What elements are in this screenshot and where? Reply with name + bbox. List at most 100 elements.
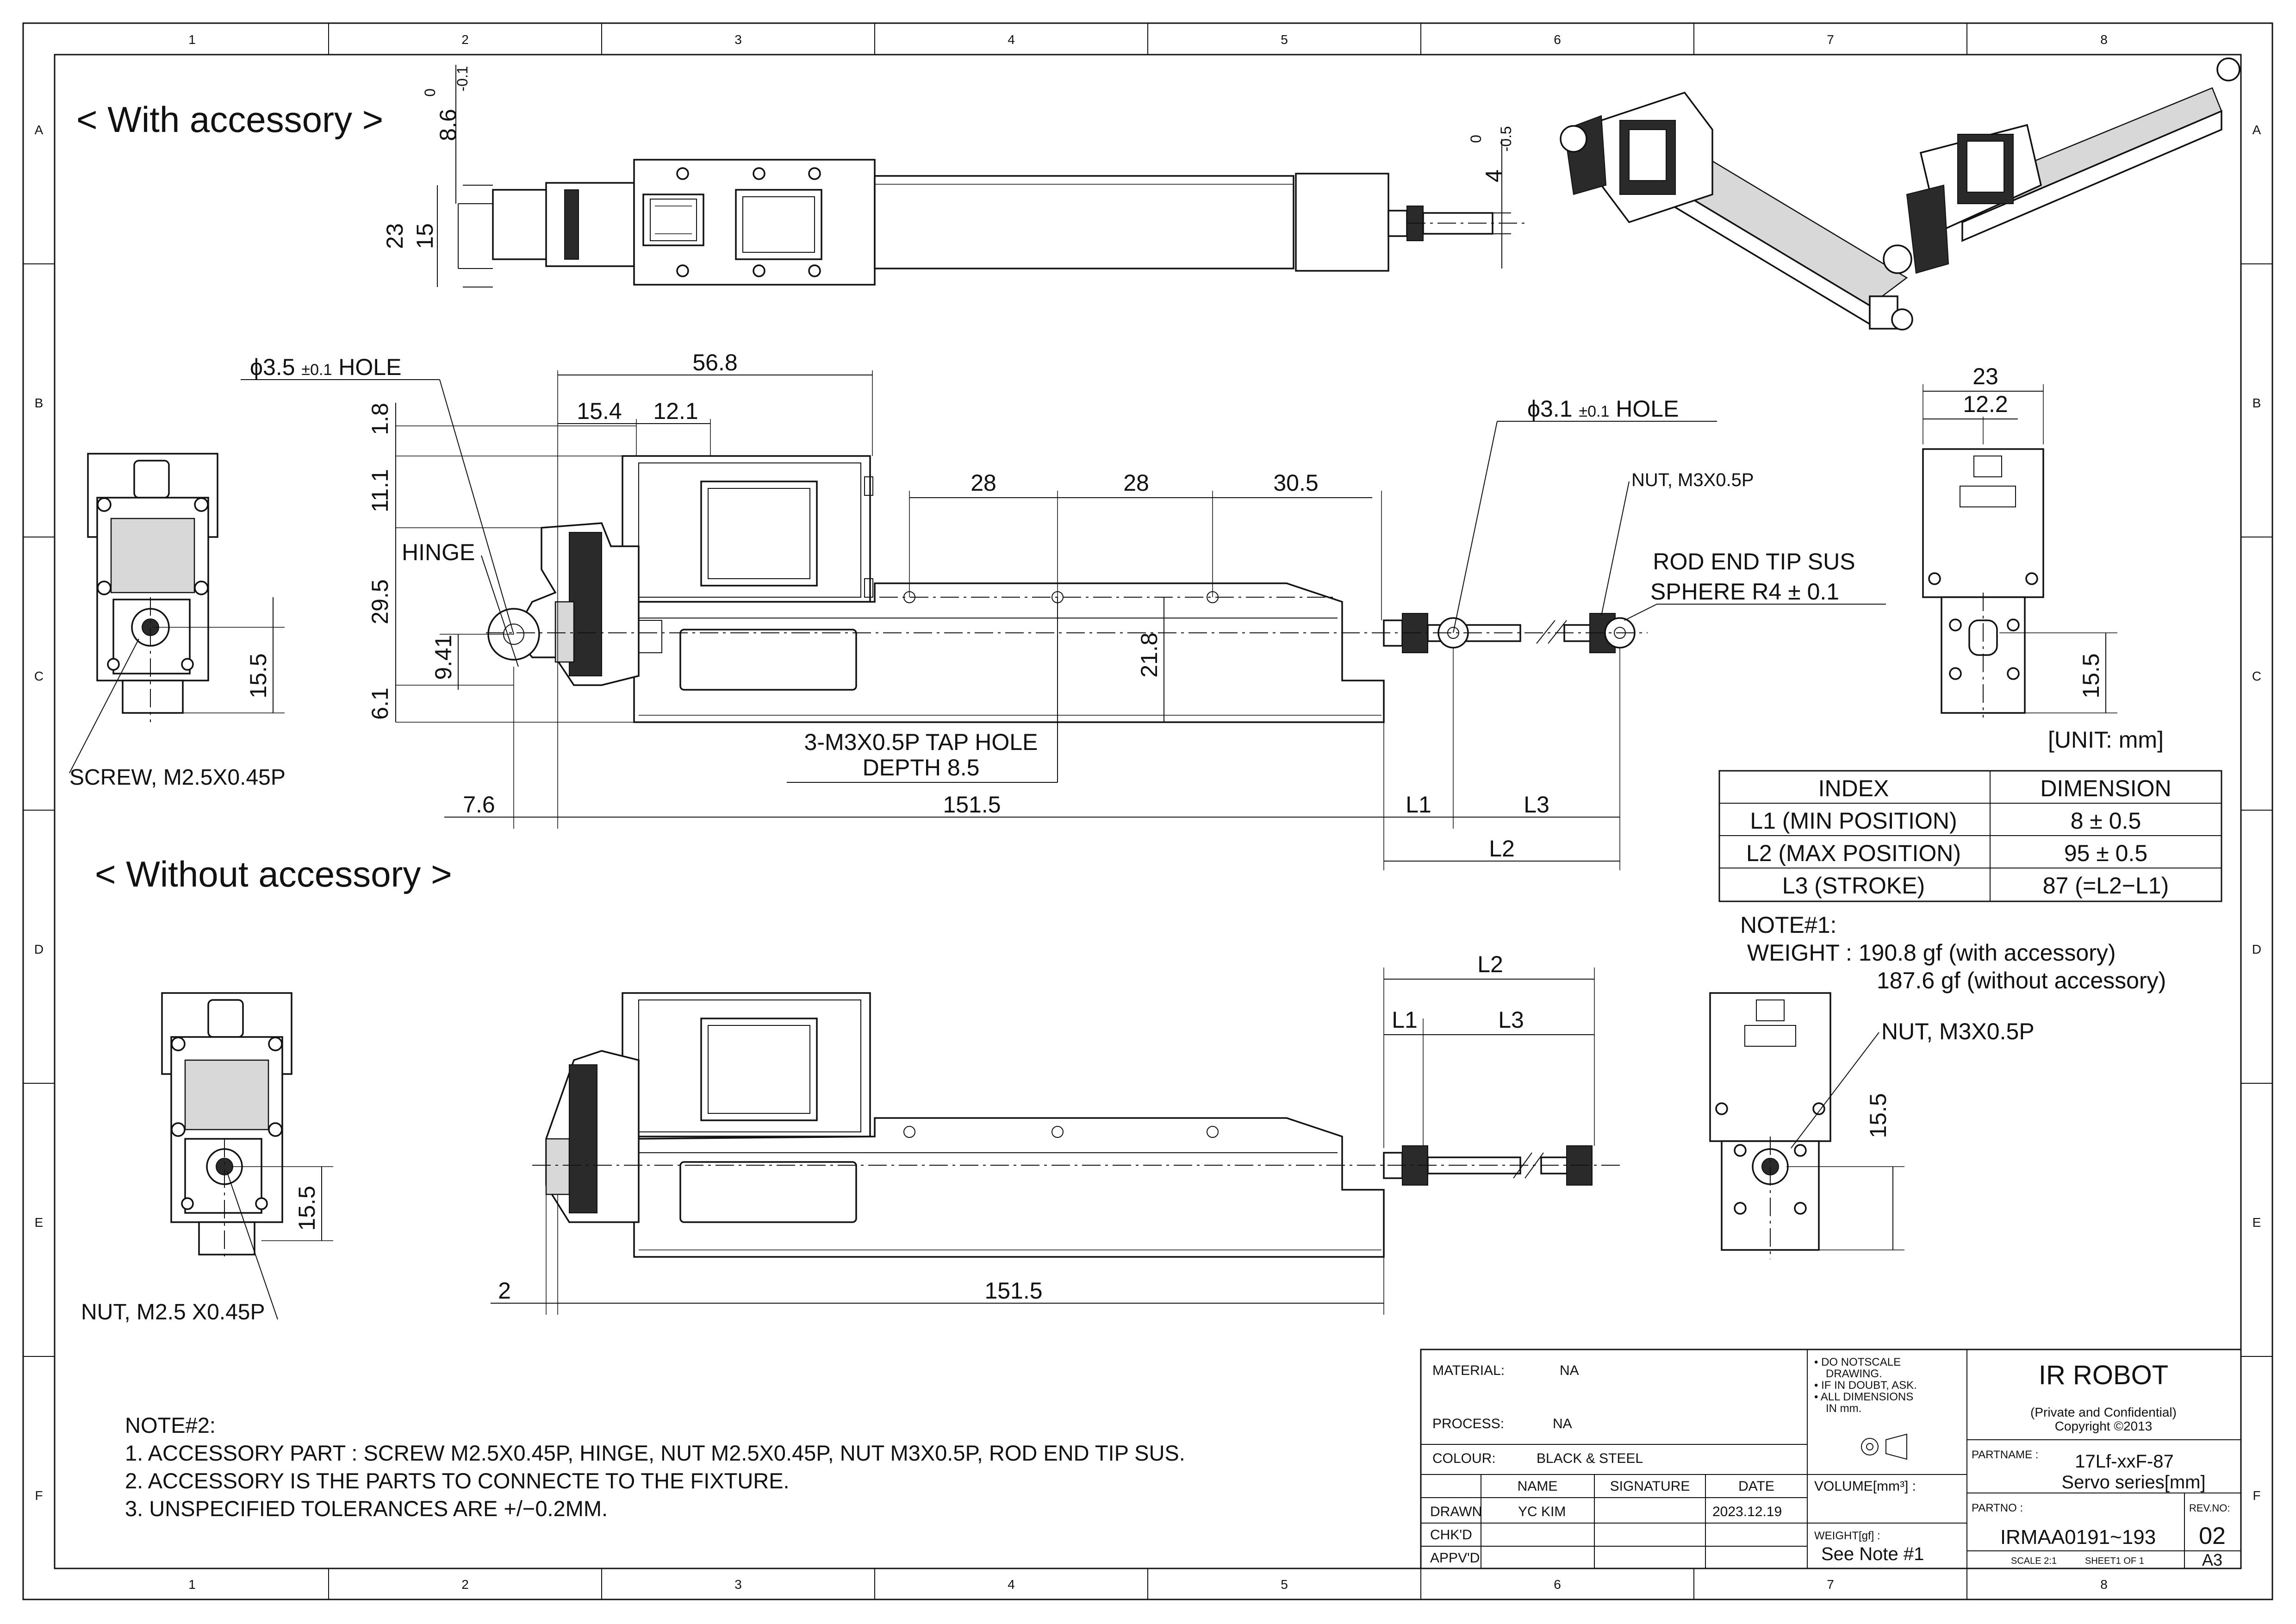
row-label: B (35, 396, 44, 410)
dim-label: 15.5 (2078, 653, 2104, 698)
tol-label: 0 (1468, 135, 1484, 143)
tap-hole-depth: DEPTH 8.5 (863, 755, 980, 781)
col-label: 2 (461, 1577, 469, 1592)
dim-label: 7.6 (463, 792, 495, 818)
dim-label: 2 (498, 1278, 511, 1304)
row-label: A (35, 123, 44, 137)
table-cell: L3 (STROKE) (1782, 873, 1925, 899)
row-label: B (2252, 396, 2261, 410)
col-signature: SIGNATURE (1610, 1479, 1690, 1494)
row-label: F (35, 1488, 43, 1503)
colour-value: BLACK & STEEL (1537, 1451, 1643, 1466)
partno-value: IRMAA0191~193 (2000, 1526, 2156, 1549)
note1-line: 187.6 gf (without accessory) (1877, 968, 2166, 993)
hole-right-tol: ±0.1 (1579, 403, 1609, 420)
isometric-view-2 (1883, 57, 2240, 274)
weight-value: See Note #1 (1821, 1544, 1924, 1564)
col-label: 8 (2100, 32, 2108, 47)
dim-label: 8.6 (435, 109, 461, 141)
projection-symbol-icon (1861, 1433, 1907, 1460)
process-value: NA (1553, 1416, 1572, 1431)
dim-label: L2 (1489, 836, 1515, 862)
hinge-label: HINGE (402, 539, 475, 565)
table-header-dimension: DIMENSION (2040, 775, 2171, 801)
dim-label: L3 (1498, 1007, 1524, 1033)
hole-left-dia: ϕ3.5 (250, 354, 295, 380)
dim-label: 1.8 (367, 403, 393, 435)
row-label: A (2252, 123, 2261, 137)
dim-label: 151.5 (984, 1278, 1042, 1304)
hole-left-label: ϕ3.5 ±0.1 HOLE (250, 354, 401, 380)
isometric-view-1 (1560, 91, 1913, 331)
tb-note: • IF IN DOUBT, ASK. (1814, 1379, 1917, 1392)
side-view-with-accessory: 56.8 15.4 12.1 1.8 11.1 29.5 6.1 9.41 ϕ3… (241, 350, 1886, 870)
private-label: (Private and Confidential) (2030, 1405, 2177, 1419)
col-label: 4 (1008, 1577, 1015, 1592)
weight-label: WEIGHT[gf] : (1814, 1530, 1880, 1542)
volume-label: VOLUME[mm³] : (1814, 1479, 1916, 1494)
dim-label: L1 (1392, 1007, 1418, 1033)
screw-label: SCREW, M2.5X0.45P (69, 765, 286, 790)
rod-end-sphere: SPHERE R4 ± 0.1 (1650, 579, 1839, 605)
size-label: A3 (2202, 1550, 2222, 1569)
dim-label: 30.5 (1273, 470, 1318, 496)
sheet-border: 1 2 3 4 5 6 7 8 1 2 3 4 5 6 7 8 A B C D … (22, 22, 2273, 1600)
tb-note: • DO NOTSCALE (1814, 1356, 1901, 1368)
note1-line: WEIGHT : 190.8 gf (with accessory) (1747, 940, 2116, 966)
table-cell: 95 ± 0.5 (2064, 840, 2147, 866)
hole-right-dia: ϕ3.1 (1527, 396, 1573, 422)
col-name: NAME (1518, 1479, 1558, 1494)
dim-label: L3 (1524, 792, 1549, 818)
dim-label: 21.8 (1136, 632, 1162, 677)
view-title-with-accessory: < With accessory > (76, 99, 383, 140)
dim-label: 15.5 (294, 1186, 320, 1230)
col-label: 1 (188, 1577, 196, 1592)
partno-label: PARTNO : (1972, 1502, 2023, 1514)
table-header-index: INDEX (1818, 775, 1889, 801)
note2-line: 3. UNSPECIFIED TOLERANCES ARE +/−0.2MM. (125, 1496, 608, 1521)
side-view-without-accessory: L2 L1 L3 2 151.5 (491, 951, 1620, 1315)
dim-label: 15 (412, 223, 438, 249)
dim-label: L2 (1477, 951, 1503, 977)
dim-label: L1 (1406, 792, 1431, 818)
partname-value: 17Lf-xxF-87 (2075, 1451, 2173, 1472)
row-label: C (34, 669, 44, 683)
dim-label: 29.5 (367, 579, 393, 624)
drawn-date: 2023.12.19 (1712, 1504, 1782, 1519)
rod-end-tol: ± 0.1 (1788, 579, 1839, 605)
col-label: 8 (2100, 1577, 2108, 1592)
chkd-label: CHK'D (1430, 1527, 1472, 1543)
dim-label: 56.8 (692, 350, 737, 375)
dim-label: 12.2 (1963, 391, 2008, 417)
col-label: 7 (1827, 1577, 1834, 1592)
hole-right-label: ϕ3.1 ±0.1 HOLE (1527, 396, 1679, 422)
material-value: NA (1560, 1363, 1579, 1378)
tb-note: • ALL DIMENSIONS (1814, 1391, 1913, 1403)
table-cell: L2 (MAX POSITION) (1746, 840, 1961, 866)
dim-label: 11.1 (367, 469, 393, 512)
tb-note: DRAWING. (1826, 1368, 1882, 1380)
title-block: MATERIAL: NA PROCESS: NA COLOUR: BLACK &… (1420, 1349, 2242, 1569)
dim-label: 151.5 (943, 792, 1001, 818)
sheet-label: SHEET1 OF 1 (2085, 1556, 2144, 1566)
col-label: 1 (188, 32, 196, 47)
note-1: NOTE#1: WEIGHT : 190.8 gf (with accessor… (1740, 912, 2166, 993)
dim-label: 15.5 (1865, 1093, 1891, 1138)
rev-value: 02 (2199, 1523, 2226, 1549)
end-view-right-without: 15.5 NUT, M3X0.5P (1709, 992, 2035, 1259)
colour-label: COLOUR: (1432, 1451, 1496, 1466)
note2-line: 2. ACCESSORY IS THE PARTS TO CONNECTE TO… (125, 1468, 790, 1493)
hole-right-word: HOLE (1616, 396, 1679, 422)
end-view-right-with: 23 12.2 15.5 (1922, 363, 2117, 718)
rev-label: REV.NO: (2189, 1502, 2230, 1514)
tol-label: -0.1 (454, 66, 471, 91)
table-cell: 87 (=L2−L1) (2043, 873, 2169, 899)
row-label: D (34, 942, 44, 956)
drawn-label: DRAWN (1430, 1504, 1482, 1519)
top-view: 23 15 8.6 0 -0.1 4 0 -0.5 (382, 65, 1527, 287)
apvd-label: APPV'D (1430, 1550, 1480, 1566)
dim-label: 15.4 (577, 398, 622, 424)
row-label: D (2252, 942, 2261, 956)
col-label: 6 (1554, 1577, 1561, 1592)
